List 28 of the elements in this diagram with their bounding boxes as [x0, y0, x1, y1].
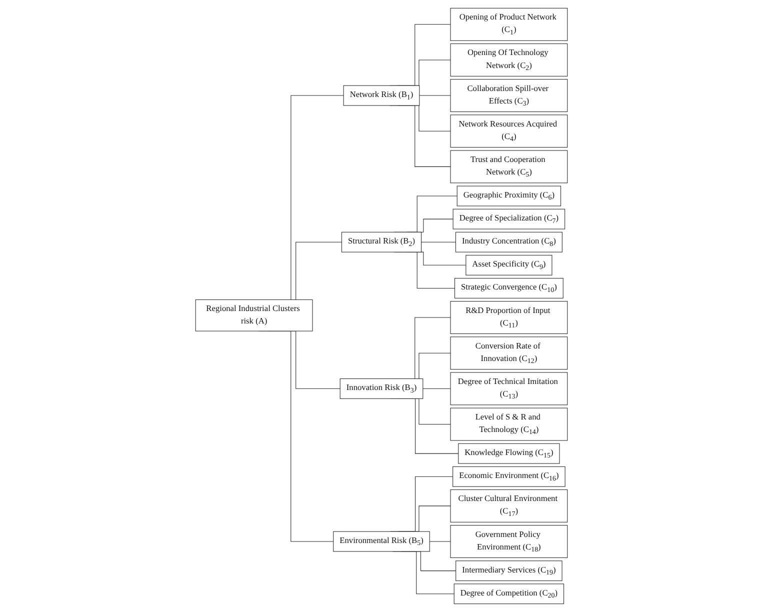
node-box: Collaboration Spill-over Effects (C$_{3}$) [450, 79, 568, 112]
node-box: Geographic Proximity (C$_{6}$) [456, 186, 562, 206]
node-box: Innovation Risk (B$_{3}$) [340, 378, 424, 399]
connector [429, 541, 451, 542]
node-box: Network Risk (B$_{1}$) [343, 85, 420, 106]
node-box: Network Resources Acquired (C$_{4}$) [450, 114, 568, 148]
node-box: Opening of Product Network (C$_{1}$) [450, 8, 568, 41]
connector [422, 388, 451, 389]
node-box: Degree of Specialization (C$_{7}$) [452, 208, 566, 230]
node-box: Industry Concentration (C$_{8}$) [455, 232, 562, 252]
node-box: Opening Of Technology Network (C$_{2}$) [450, 44, 568, 76]
node-box: Intermediary Services (C$_{19}$) [456, 560, 562, 582]
connector [419, 95, 451, 96]
node-box: Asset Specificity (C$_{9}$) [466, 254, 552, 276]
node-box: Regional Industrial Clusters risk (A) [195, 299, 313, 332]
node-box: Strategic Convergence (C$_{10}$) [454, 278, 564, 298]
node-box: Environmental Risk (B$_{5}$) [333, 531, 430, 552]
node-box: R&D Proportion of Input (C$_{11}$) [450, 301, 568, 334]
node-box: Conversion Rate of Innovation (C$_{12}$) [450, 336, 568, 370]
node-box: Cluster Cultural Environment (C$_{17}$) [450, 489, 568, 522]
node-box: Structural Risk (B$_{2}$) [341, 232, 422, 252]
node-box: Knowledge Flowing (C$_{15}$) [458, 443, 560, 464]
node-box: Degree of Competition (C$_{20}$) [454, 584, 564, 604]
node-box: Level of S & R and Technology (C$_{14}$) [450, 408, 568, 441]
node-box: Government Policy Environment (C$_{18}$) [450, 525, 568, 558]
node-box: Degree of Technical Imitation (C$_{13}$) [450, 372, 568, 406]
node-box: Trust and Cooperation Network (C$_{5}$) [450, 150, 568, 184]
node-box: Economic Environment (C$_{16}$) [452, 466, 566, 487]
